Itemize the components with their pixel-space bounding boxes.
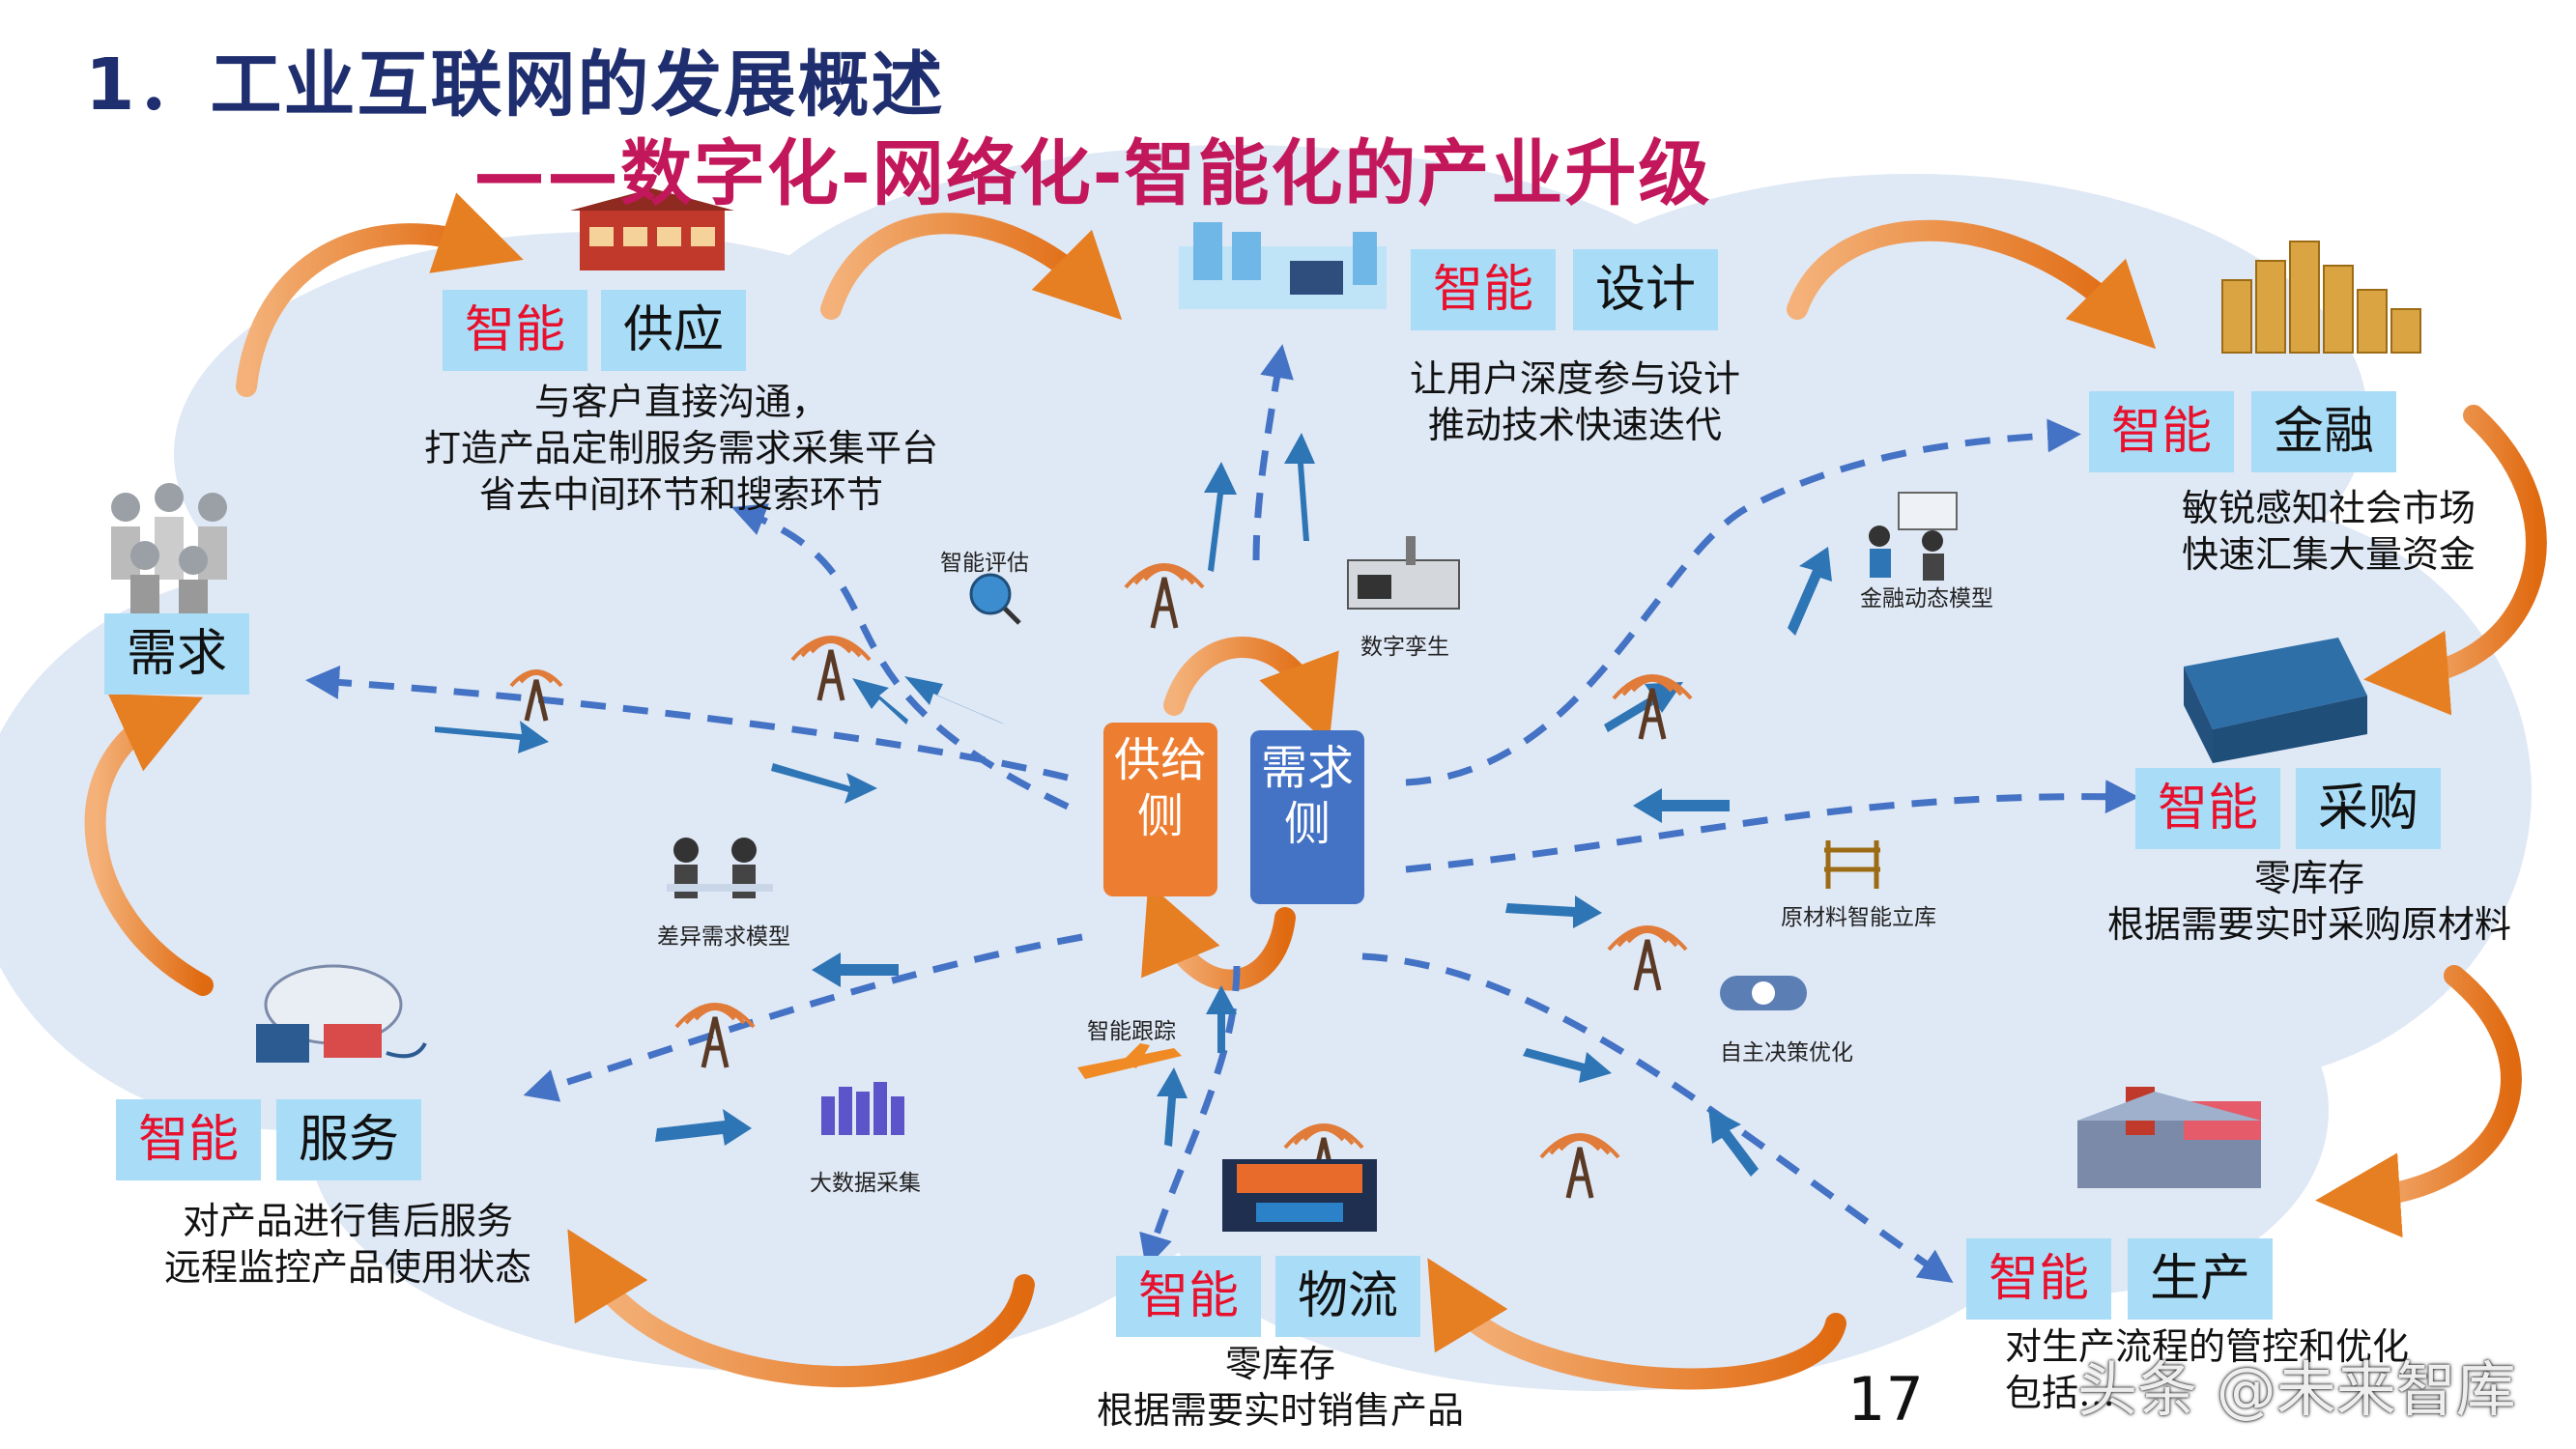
finance-model-label: 金融动态模型 xyxy=(1860,586,1993,611)
big-data-icon xyxy=(821,1082,904,1135)
logistics-smart-tag: 智能 xyxy=(1116,1256,1261,1337)
page-subtitle: ——数字化-网络化-智能化的产业升级 xyxy=(473,132,1712,215)
logistics-desc-1: 零库存 xyxy=(1224,1343,1335,1385)
demand-side-block: 需求侧 xyxy=(1250,730,1364,904)
page-number: 17 xyxy=(1847,1364,1924,1435)
tower-icons xyxy=(509,563,1693,1199)
shelf-icon xyxy=(1824,840,1880,889)
supply-desc-1: 与客户直接沟通， xyxy=(533,381,828,423)
supply-desc-2: 打造产品定制服务需求采集平台 xyxy=(423,427,938,469)
big-data-label: 大数据采集 xyxy=(810,1171,921,1196)
production-desc-1: 对生产流程的管控和优化 xyxy=(2005,1325,2410,1368)
design-smart-tag: 智能 xyxy=(1411,249,1556,330)
production-smart-tag: 智能 xyxy=(1966,1238,2111,1320)
production-desc-2: 包括… xyxy=(2005,1372,2116,1414)
finance-name-tag: 金融 xyxy=(2251,391,2396,472)
service-desc-2: 远程监控产品使用状态 xyxy=(163,1246,531,1289)
warehouse-icon xyxy=(2184,638,2367,763)
watermark: 头条 @未来智库 xyxy=(2077,1354,2516,1425)
production-name-tag: 生产 xyxy=(2128,1238,2273,1320)
presentation-icon xyxy=(1869,492,1958,581)
service-smart-tag: 智能 xyxy=(116,1099,261,1180)
smart-eval-label: 智能评估 xyxy=(940,551,1029,576)
smart-tracking-label: 智能跟踪 xyxy=(1087,1019,1176,1044)
robot-machine-icon xyxy=(1347,536,1460,610)
finance-desc-1: 敏锐感知社会市场 xyxy=(2181,487,2476,529)
meeting-icon xyxy=(667,838,773,898)
purchase-smart-tag: 智能 xyxy=(2135,768,2280,849)
auto-decision-label: 自主决策优化 xyxy=(1720,1040,1853,1065)
purchase-desc-2: 根据需要实时采购原材料 xyxy=(2106,903,2511,946)
design-desc-1: 让用户深度参与设计 xyxy=(1409,357,1740,400)
finance-desc-2: 快速汇集大量资金 xyxy=(2181,533,2476,576)
purchase-name-tag: 采购 xyxy=(2296,768,2441,849)
service-name-tag: 服务 xyxy=(276,1099,421,1180)
supply-desc-3: 省去中间环节和搜索环节 xyxy=(478,473,883,516)
design-name-tag: 设计 xyxy=(1573,249,1718,330)
supply-side-block: 供给侧 xyxy=(1103,723,1217,896)
supply-name-tag: 供应 xyxy=(601,290,746,371)
logistics-building-icon xyxy=(1222,1159,1377,1232)
service-desc-1: 对产品进行售后服务 xyxy=(182,1200,513,1242)
coins-icon xyxy=(2221,241,2421,354)
page-title: 1．工业互联网的发展概述 xyxy=(85,43,945,127)
logistics-name-tag: 物流 xyxy=(1275,1256,1420,1337)
supply-smart-tag: 智能 xyxy=(443,290,587,371)
store-icon xyxy=(570,188,734,270)
purchase-desc-1: 零库存 xyxy=(2253,857,2364,899)
factory-icon xyxy=(2077,1087,2261,1188)
design-desc-2: 推动技术快速迭代 xyxy=(1427,404,1722,446)
demand-tag: 需求 xyxy=(104,613,249,695)
digital-twin-label: 数字孪生 xyxy=(1360,635,1449,660)
flow-arrows xyxy=(435,433,1832,1177)
dashed-connectors xyxy=(305,344,2139,1283)
globe-magnifier-icon xyxy=(969,573,1021,625)
diff-demand-label: 差异需求模型 xyxy=(657,924,790,950)
finance-smart-tag: 智能 xyxy=(2089,391,2234,472)
data-center-icon xyxy=(1179,222,1387,309)
control-panel-icon xyxy=(1720,976,1807,1010)
people-crowd-icon xyxy=(111,483,227,618)
ai-brain-icon xyxy=(256,964,427,1063)
airplane-icon xyxy=(1077,1043,1182,1079)
raw-material-label: 原材料智能立库 xyxy=(1781,905,1936,930)
logistics-desc-2: 根据需要实时销售产品 xyxy=(1096,1389,1464,1432)
